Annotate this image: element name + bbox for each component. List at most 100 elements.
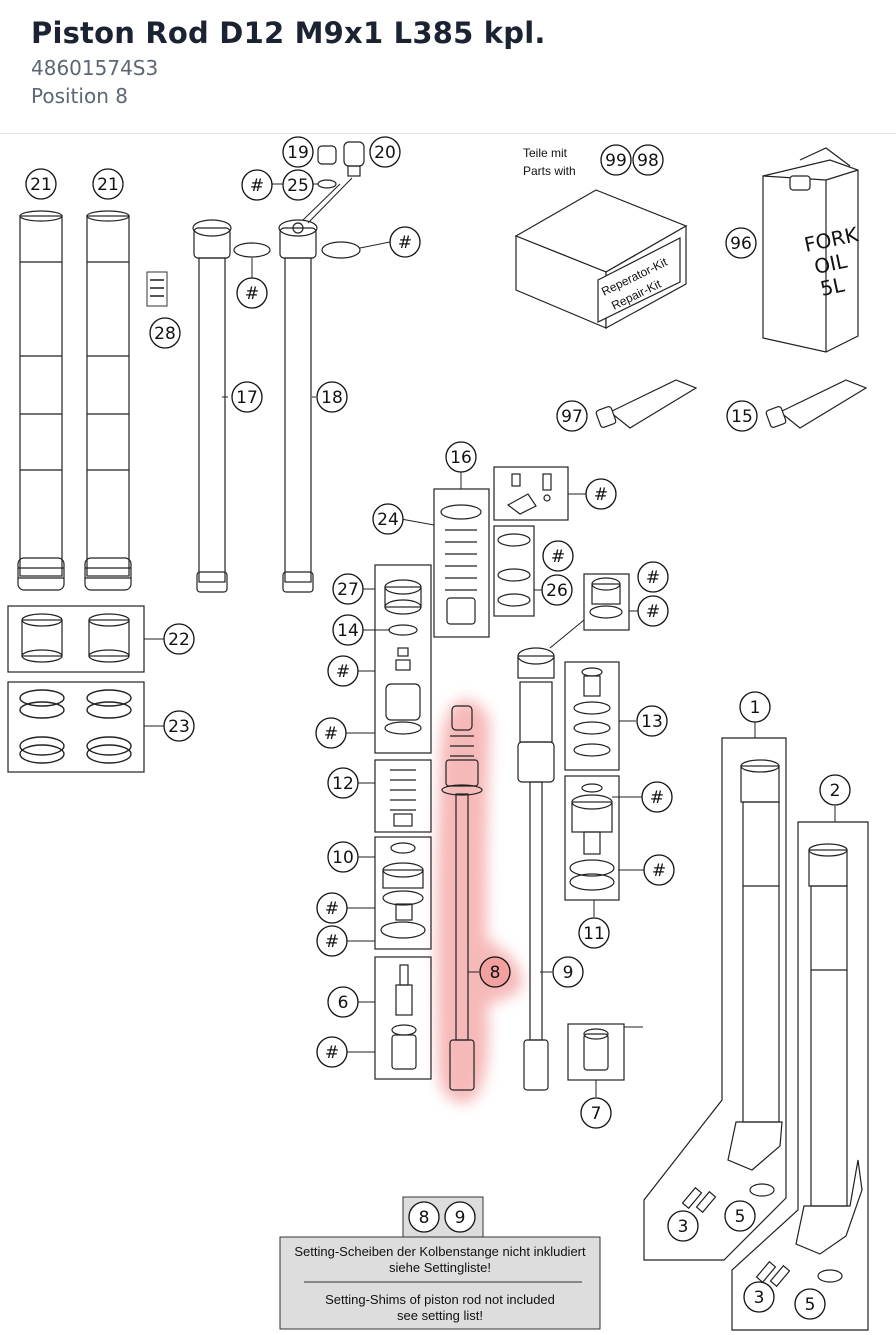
valve-parts bbox=[384, 579, 422, 735]
callout-circle bbox=[552, 956, 584, 988]
part-12 bbox=[390, 769, 416, 827]
callout-8: 8 bbox=[408, 1201, 440, 1233]
callout-label: 19 bbox=[287, 143, 309, 163]
callout-label: # bbox=[325, 899, 339, 919]
position-label: Position 8 bbox=[31, 84, 128, 108]
callout-label: 12 bbox=[332, 774, 354, 794]
callout-hash: # bbox=[316, 892, 348, 924]
callout-label: 9 bbox=[563, 963, 574, 983]
oil-can-line3: 5L bbox=[818, 272, 847, 301]
page-title: Piston Rod D12 M9x1 L385 kpl. bbox=[31, 16, 546, 50]
callout-17: 17 bbox=[231, 381, 263, 413]
callout-label: 8 bbox=[419, 1208, 430, 1228]
callout-label: 97 bbox=[561, 407, 583, 427]
callout-circle bbox=[637, 595, 669, 627]
callout-3: 3 bbox=[667, 1210, 699, 1242]
outer-tube-right bbox=[84, 210, 132, 591]
callout-21: 21 bbox=[92, 168, 124, 200]
callout-label: 98 bbox=[637, 151, 659, 171]
sticker-part bbox=[146, 271, 168, 307]
part-10 bbox=[380, 842, 426, 939]
callout-circle bbox=[236, 277, 268, 309]
callout-circle bbox=[794, 1288, 826, 1320]
callout-circle bbox=[327, 767, 359, 799]
callout-label: # bbox=[646, 602, 660, 622]
callout-circle bbox=[580, 1097, 612, 1129]
part-7 bbox=[583, 1028, 609, 1071]
callout-circle bbox=[332, 614, 364, 646]
callout-label: # bbox=[594, 485, 608, 505]
callout-circle bbox=[316, 892, 348, 924]
callout-27: 27 bbox=[332, 573, 364, 605]
callout-circle bbox=[316, 1036, 348, 1068]
callout-circle bbox=[327, 841, 359, 873]
callout-label: 17 bbox=[236, 388, 258, 408]
axle-bolts bbox=[681, 1183, 843, 1288]
callout-19: 19 bbox=[282, 136, 314, 168]
callout-label: 8 bbox=[490, 963, 501, 983]
callout-circle bbox=[282, 169, 314, 201]
callout-circle bbox=[25, 168, 57, 200]
callout-label: # bbox=[551, 547, 565, 567]
callout-label: 26 bbox=[546, 581, 568, 601]
callout-circle bbox=[636, 705, 668, 737]
callout-7: 7 bbox=[580, 1097, 612, 1129]
callout-label: 1 bbox=[750, 698, 761, 718]
callout-hash: # bbox=[315, 717, 347, 749]
callout-label: 22 bbox=[168, 630, 190, 650]
callout-label: # bbox=[398, 233, 412, 253]
callout-label: 96 bbox=[730, 234, 752, 254]
callout-circle bbox=[641, 781, 673, 813]
leader-lines bbox=[144, 183, 836, 1097]
callout-hash: # bbox=[637, 561, 669, 593]
callout-hash: # bbox=[585, 478, 617, 510]
callout-label: 10 bbox=[332, 848, 354, 868]
callout-circle bbox=[578, 917, 610, 949]
fork-oil-can bbox=[762, 147, 859, 353]
callout-label: # bbox=[325, 1043, 339, 1063]
inner-tube-18 bbox=[278, 219, 318, 593]
callout-label: 99 bbox=[605, 151, 627, 171]
page-header: Piston Rod D12 M9x1 L385 kpl. 48601574S3… bbox=[0, 0, 896, 134]
piston-rod-8 bbox=[441, 705, 483, 1091]
callout-label: # bbox=[650, 788, 664, 808]
group-frames bbox=[7, 466, 869, 1331]
callout-circle bbox=[632, 144, 664, 176]
callout-circle bbox=[163, 623, 195, 655]
callout-label: 28 bbox=[154, 324, 176, 344]
part-11 bbox=[569, 783, 615, 891]
callout-circle bbox=[408, 1201, 440, 1233]
callout-label: # bbox=[325, 932, 339, 952]
callout-hash: # bbox=[236, 277, 268, 309]
callout-label: # bbox=[652, 861, 666, 881]
callout-label: # bbox=[250, 176, 264, 196]
callout-24: 24 bbox=[372, 503, 404, 535]
callout-15: 15 bbox=[726, 400, 758, 432]
callout-label: 21 bbox=[30, 175, 52, 195]
callout-hash: # bbox=[389, 226, 421, 258]
callout-8: 8 bbox=[479, 956, 511, 988]
callout-6: 6 bbox=[327, 986, 359, 1018]
bushings bbox=[21, 613, 130, 663]
callout-18: 18 bbox=[316, 381, 348, 413]
callout-label: 3 bbox=[678, 1217, 689, 1237]
callout-label: # bbox=[336, 662, 350, 682]
spring-assembly bbox=[440, 504, 531, 625]
callout-label: 24 bbox=[377, 510, 399, 530]
callout-circle bbox=[600, 144, 632, 176]
callout-23: 23 bbox=[163, 710, 195, 742]
callout-circle bbox=[163, 710, 195, 742]
callout-25: 25 bbox=[282, 169, 314, 201]
callout-hash: # bbox=[316, 925, 348, 957]
callout-9: 9 bbox=[552, 956, 584, 988]
piston-rod-9 bbox=[517, 647, 555, 1091]
highlight-part-8 bbox=[436, 699, 523, 1103]
callout-2: 2 bbox=[819, 774, 851, 806]
callout-circle bbox=[372, 503, 404, 535]
callout-circle bbox=[637, 561, 669, 593]
lower-leg-2 bbox=[795, 843, 863, 1255]
callout-circle bbox=[444, 1201, 476, 1233]
callout-label: 20 bbox=[374, 143, 396, 163]
callout-circle bbox=[643, 854, 675, 886]
callout-label: # bbox=[646, 568, 660, 588]
